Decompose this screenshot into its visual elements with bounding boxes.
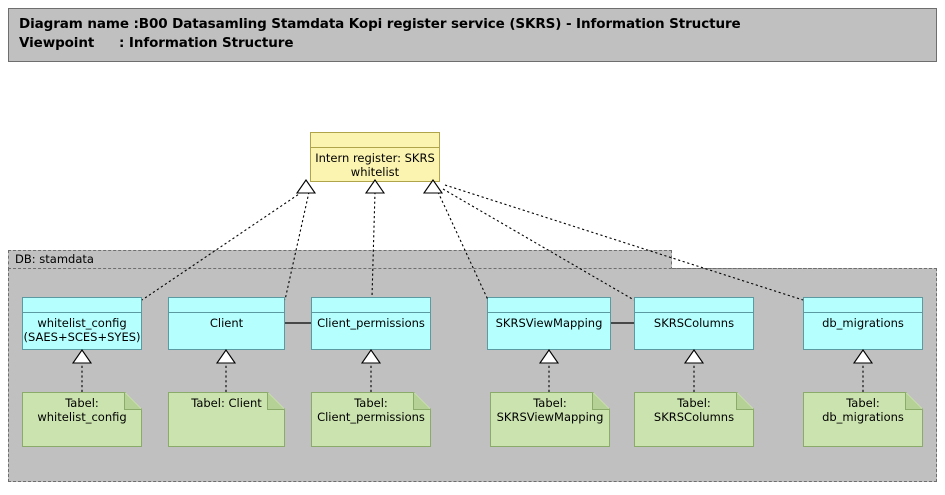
viewpoint-line: Viewpoint : Information Structure	[19, 35, 294, 51]
db-group-body	[8, 268, 937, 482]
object-label: SKRSColumns	[653, 316, 735, 330]
artifact-tabel-client[interactable]: Tabel: Client	[168, 392, 285, 447]
diagram-name-value: B00 Datasamling Stamdata Kopi register s…	[138, 16, 741, 32]
artifact-label: Tabel: Client	[191, 396, 262, 410]
artifact-tabel-whitelist-config[interactable]: Tabel: whitelist_config	[22, 392, 142, 447]
artifact-tabel-skrsviewmapping[interactable]: Tabel: SKRSViewMapping	[490, 392, 610, 447]
object-header-bar	[804, 298, 922, 313]
artifact-tabel-client-permissions[interactable]: Tabel: Client_permissions	[311, 392, 431, 447]
data-object-whitelist-config[interactable]: whitelist_config (SAES+SCES+SYES)	[22, 297, 142, 350]
artifact-label: Tabel: Client_permissions	[317, 396, 425, 424]
object-header-bar	[488, 298, 610, 313]
artifact-body	[311, 392, 431, 447]
object-label: SKRSViewMapping	[495, 316, 603, 330]
artifact-tabel-skrscolumns[interactable]: Tabel: SKRSColumns	[634, 392, 754, 447]
object-header-bar	[169, 298, 284, 313]
artifact-label: Tabel: db_migrations	[822, 396, 904, 424]
db-group-label: DB: stamdata	[15, 252, 94, 266]
object-label: Client_permissions	[317, 316, 425, 330]
object-label: Client	[209, 316, 244, 330]
object-label: db_migrations	[822, 316, 904, 330]
artifact-tabel-db-migrations[interactable]: Tabel: db_migrations	[803, 392, 923, 447]
artifact-label: Tabel: SKRSViewMapping	[496, 396, 604, 424]
object-header-bar	[311, 133, 439, 148]
object-label: Intern register: SKRS whitelist	[315, 151, 435, 179]
artifact-label: Tabel: whitelist_config	[37, 396, 127, 424]
artifact-body	[803, 392, 923, 447]
object-label: whitelist_config (SAES+SCES+SYES)	[23, 316, 141, 344]
artifact-body	[490, 392, 610, 447]
data-object-skrsviewmapping[interactable]: SKRSViewMapping	[487, 297, 611, 350]
object-header-bar	[23, 298, 141, 313]
db-group-divider-right	[672, 268, 937, 269]
data-object-db-migrations[interactable]: db_migrations	[803, 297, 923, 350]
artifact-body	[634, 392, 754, 447]
data-object-skrscolumns[interactable]: SKRSColumns	[634, 297, 754, 350]
viewpoint-value: : Information Structure	[119, 35, 294, 51]
object-header-bar	[312, 298, 430, 313]
viewpoint-label: Viewpoint	[19, 35, 95, 51]
object-header-bar	[635, 298, 753, 313]
artifact-label: Tabel: SKRSColumns	[653, 396, 735, 424]
artifact-body	[168, 392, 285, 447]
artifact-body	[22, 392, 142, 447]
data-object-intern-register-skrs-whitelist[interactable]: Intern register: SKRS whitelist	[310, 132, 440, 182]
diagram-name-label: Diagram name :	[19, 16, 139, 32]
db-group-header-band	[8, 250, 672, 270]
data-object-client[interactable]: Client	[168, 297, 285, 350]
data-object-client-permissions[interactable]: Client_permissions	[311, 297, 431, 350]
diagram-header: Diagram name :B00 Datasamling Stamdata K…	[8, 8, 937, 62]
diagram-name-line: Diagram name :B00 Datasamling Stamdata K…	[19, 16, 741, 32]
